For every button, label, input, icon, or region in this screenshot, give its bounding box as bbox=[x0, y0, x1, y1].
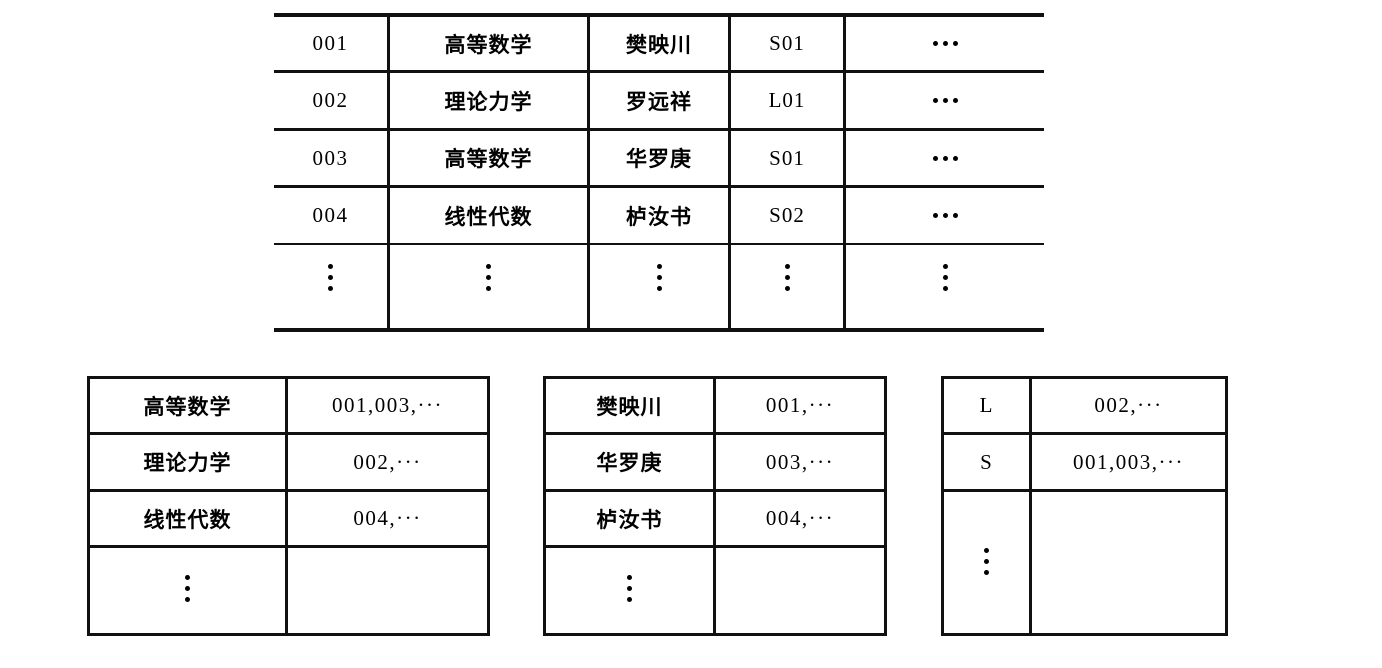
row-ellipsis-icon bbox=[846, 131, 1044, 185]
table-row: 003 bbox=[312, 145, 349, 170]
table-row: 华罗庚 bbox=[626, 147, 692, 171]
table-row: S01 bbox=[769, 145, 805, 170]
index2-postings: 001,··· bbox=[765, 393, 835, 417]
index-by-building bbox=[941, 376, 1228, 636]
index1-column-divider bbox=[285, 376, 288, 636]
index3-rule-1 bbox=[941, 432, 1228, 435]
row-ellipsis-icon bbox=[846, 188, 1044, 243]
index1-key: 线性代数 bbox=[143, 507, 232, 532]
column-ellipsis-icon bbox=[390, 252, 587, 302]
table-row: 线性代数 bbox=[444, 204, 533, 229]
index3-key: S bbox=[980, 449, 993, 474]
table-rule-top bbox=[274, 13, 1044, 17]
table-row: 理论力学 bbox=[444, 89, 533, 114]
column-ellipsis-icon bbox=[846, 252, 1044, 302]
table-rule-1 bbox=[274, 70, 1044, 73]
index2-postings: 004,··· bbox=[765, 506, 835, 530]
index1-rule-2 bbox=[87, 489, 490, 492]
table-row: S01 bbox=[769, 31, 805, 55]
table-rule-3 bbox=[274, 185, 1044, 188]
index1-ellipsis-icon bbox=[90, 563, 285, 613]
index1-key: 理论力学 bbox=[143, 451, 232, 475]
index2-key: 华罗庚 bbox=[596, 451, 663, 475]
index3-ellipsis-icon bbox=[944, 536, 1029, 586]
table-row: 栌汝书 bbox=[626, 204, 692, 229]
index2-ellipsis-icon bbox=[546, 563, 713, 613]
table-column-divider-1 bbox=[387, 13, 390, 332]
row-ellipsis-icon bbox=[846, 73, 1044, 128]
column-ellipsis-icon bbox=[274, 252, 387, 302]
table-row: S02 bbox=[769, 203, 805, 227]
table-column-divider-2 bbox=[587, 13, 590, 332]
index1-postings: 004,··· bbox=[353, 506, 422, 530]
index-by-course-name bbox=[87, 376, 490, 636]
table-row: 004 bbox=[312, 203, 349, 227]
index3-key: L bbox=[979, 393, 994, 417]
index3-postings: 001,003,··· bbox=[1073, 449, 1184, 474]
table-row: L01 bbox=[768, 88, 806, 112]
index2-key: 樊映川 bbox=[596, 394, 663, 419]
index1-postings: 002,··· bbox=[353, 449, 422, 474]
index3-column-divider bbox=[1029, 376, 1032, 636]
index2-rule-2 bbox=[543, 489, 887, 492]
table-rule-2 bbox=[274, 128, 1044, 131]
index2-column-divider bbox=[713, 376, 716, 636]
table-rule-4 bbox=[274, 243, 1044, 245]
index2-rule-3 bbox=[543, 545, 887, 548]
index2-rule-1 bbox=[543, 432, 887, 435]
row-ellipsis-icon bbox=[846, 17, 1044, 70]
column-ellipsis-icon bbox=[590, 252, 728, 302]
table-column-divider-3 bbox=[728, 13, 731, 332]
index3-rule-2 bbox=[941, 489, 1228, 492]
table-row: 高等数学 bbox=[444, 147, 533, 171]
index1-key: 高等数学 bbox=[143, 394, 232, 419]
index3-postings: 002,··· bbox=[1094, 393, 1163, 417]
table-row: 罗远祥 bbox=[626, 89, 692, 114]
index1-rule-3 bbox=[87, 545, 490, 548]
index2-key: 栌汝书 bbox=[596, 507, 663, 532]
table-row: 001 bbox=[312, 31, 349, 55]
table-row: 002 bbox=[312, 88, 349, 112]
index1-rule-1 bbox=[87, 432, 490, 435]
index2-postings: 003,··· bbox=[765, 449, 835, 474]
index1-postings: 001,003,··· bbox=[332, 393, 443, 417]
table-row: 高等数学 bbox=[444, 32, 533, 57]
column-ellipsis-icon bbox=[731, 252, 843, 302]
table-column-divider-4 bbox=[843, 13, 846, 332]
table-rule-bottom bbox=[274, 328, 1044, 332]
table-row: 樊映川 bbox=[626, 32, 692, 57]
